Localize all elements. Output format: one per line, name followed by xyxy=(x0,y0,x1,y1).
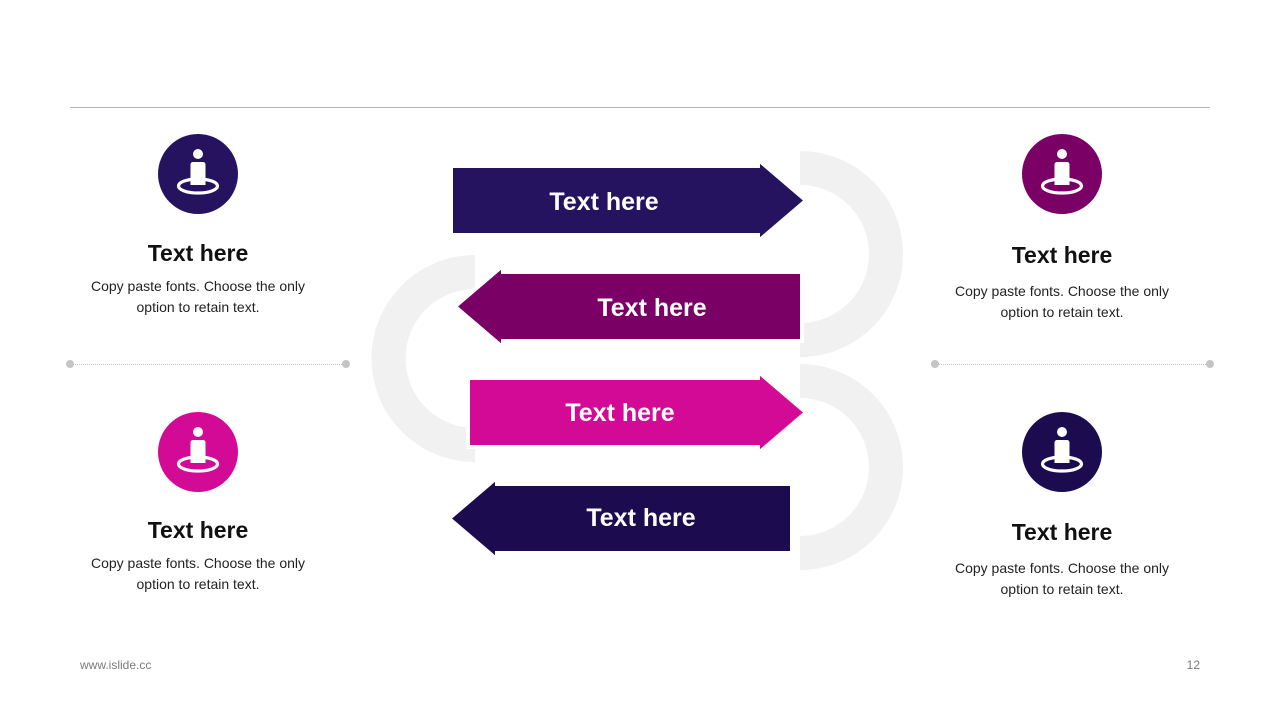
divider-dot xyxy=(1206,360,1214,368)
arrow-shape xyxy=(466,367,810,458)
divider-dot xyxy=(66,360,74,368)
block-icon-circle-4 xyxy=(1022,412,1102,492)
top-rule xyxy=(70,107,1210,108)
block-title-4: Text here xyxy=(1011,519,1113,545)
block-body-line: option to retain text. xyxy=(136,299,260,315)
arrow-shape xyxy=(451,261,804,352)
person-on-location-icon xyxy=(176,149,220,195)
footer-page-number: 12 xyxy=(1186,658,1200,672)
arrow-label: Text here xyxy=(597,294,706,322)
block-body-3: Copy paste fonts. Choose the only option… xyxy=(912,281,1212,323)
flow-arrow-1: Text here xyxy=(449,155,810,246)
arrow-shape xyxy=(445,473,794,564)
left-divider xyxy=(66,360,350,368)
block-title-2: Text here xyxy=(147,517,249,543)
block-body-4: Copy paste fonts. Choose the only option… xyxy=(912,558,1212,600)
block-body-line: Copy paste fonts. Choose the only xyxy=(90,278,306,294)
block-body-line: option to retain text. xyxy=(1000,304,1124,320)
arrow-label: Text here xyxy=(586,504,695,532)
block-body-line: option to retain text. xyxy=(136,576,260,592)
serpentine-track xyxy=(371,151,903,570)
person-on-location-icon xyxy=(1040,427,1084,473)
block-icon-circle-3 xyxy=(1022,134,1102,214)
arrow-label: Text here xyxy=(565,399,674,427)
block-body-line: Copy paste fonts. Choose the only xyxy=(90,555,306,571)
divider-dot xyxy=(342,360,350,368)
divider-dot xyxy=(931,360,939,368)
block-body-line: option to retain text. xyxy=(1000,581,1124,597)
person-on-location-icon xyxy=(1040,149,1084,195)
block-body-line: Copy paste fonts. Choose the only xyxy=(954,560,1170,576)
footer-website: www.islide.cc xyxy=(80,658,152,672)
block-body-1: Copy paste fonts. Choose the only option… xyxy=(48,276,348,318)
right-divider xyxy=(931,360,1214,368)
block-title-1: Text here xyxy=(147,240,249,266)
arrow-shape xyxy=(449,155,810,246)
block-body-2: Copy paste fonts. Choose the only option… xyxy=(48,553,348,595)
block-title-3: Text here xyxy=(1011,242,1113,268)
flow-arrow-2: Text here xyxy=(451,261,804,352)
block-icon-circle-1 xyxy=(158,134,238,214)
arrow-label: Text here xyxy=(549,188,658,216)
person-on-location-icon xyxy=(176,427,220,473)
block-icon-circle-2 xyxy=(158,412,238,492)
block-body-line: Copy paste fonts. Choose the only xyxy=(954,283,1170,299)
flow-arrow-3: Text here xyxy=(466,367,810,458)
flow-arrow-4: Text here xyxy=(445,473,794,564)
